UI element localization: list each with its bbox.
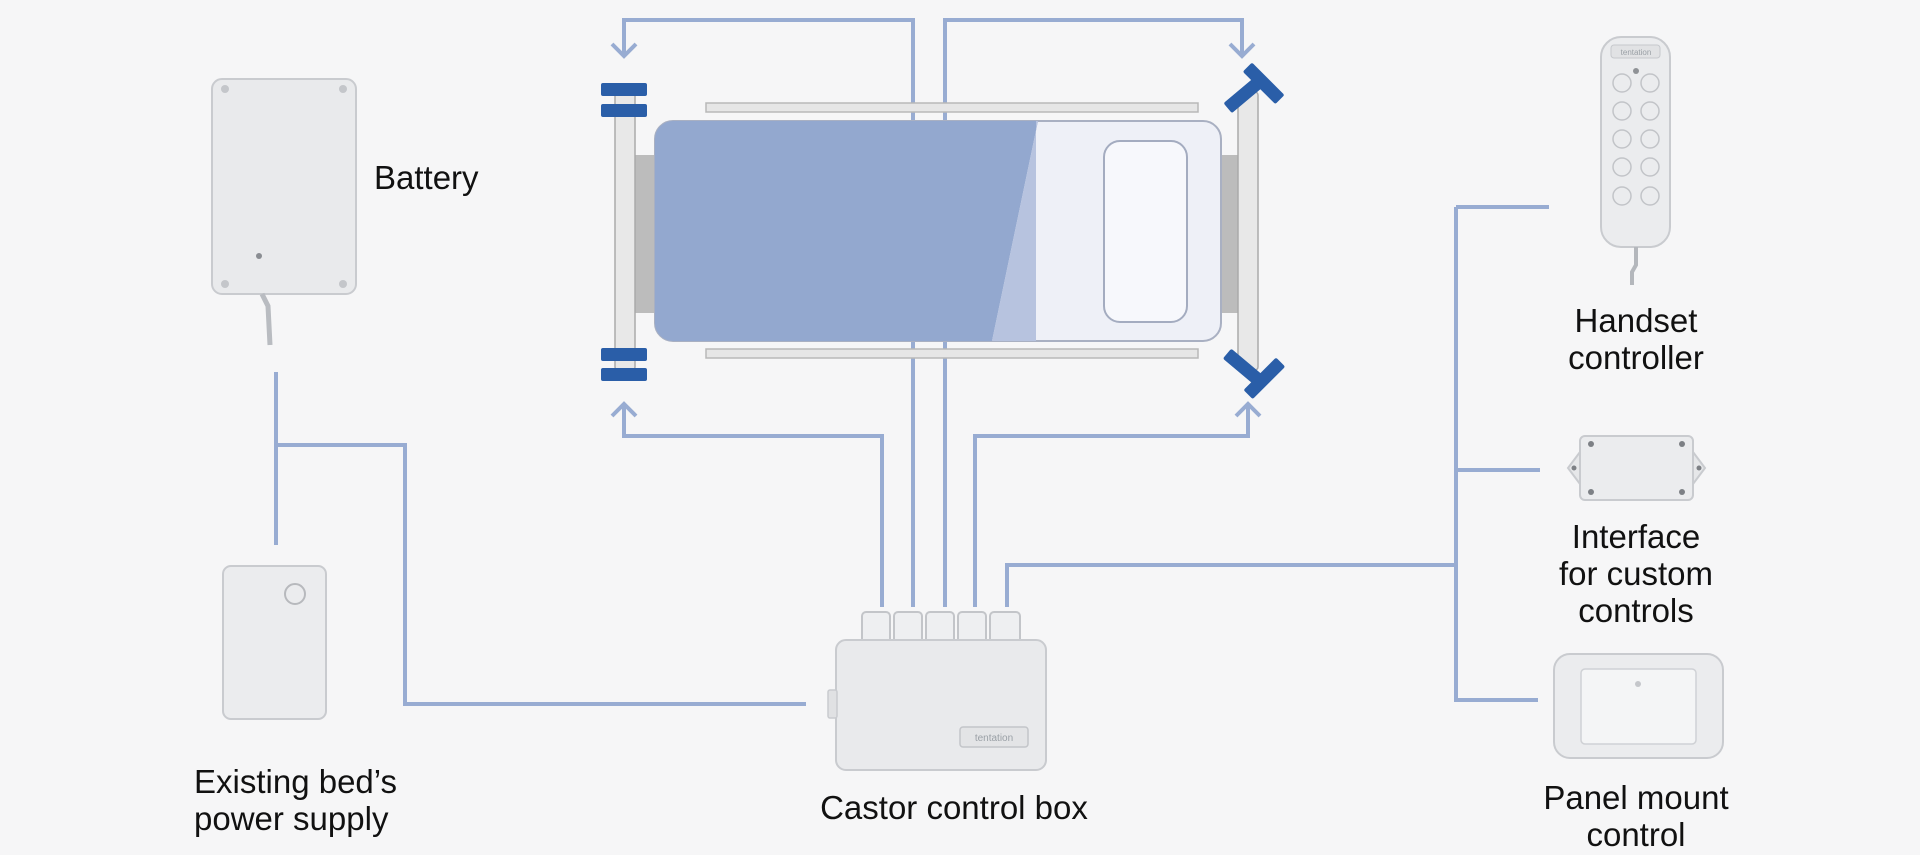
end-board-right	[1237, 91, 1259, 371]
castor-line-bottom-right	[973, 405, 1250, 607]
castor-top-left-b	[601, 104, 647, 117]
power-supply-device	[222, 565, 327, 720]
panel-label: Panel mount control	[1543, 779, 1729, 853]
box-connectors	[861, 611, 1021, 647]
interface-device	[1566, 435, 1707, 501]
mattress-cover	[655, 121, 1038, 341]
castor-bumpers	[601, 63, 1285, 399]
interface-label: Interface for custom controls	[1558, 518, 1714, 629]
handset-cable	[1630, 247, 1638, 285]
power-supply-label: Existing bed’s power supply	[194, 763, 398, 837]
handset-brand: tentation	[1621, 48, 1652, 57]
arrow-top-right	[1228, 42, 1256, 59]
power-supply-button	[284, 583, 306, 605]
power-supply-housing	[222, 565, 327, 720]
side-rail-bottom	[705, 348, 1199, 359]
battery-label: Battery	[374, 159, 479, 196]
handset-label: Handset controller	[1568, 302, 1704, 376]
mattress-fold	[992, 121, 1038, 341]
end-board-left	[614, 91, 636, 371]
castor-box-badge	[959, 726, 1029, 748]
castor-line-bottom-left	[622, 405, 884, 607]
castor-bottom-left-b	[601, 368, 647, 381]
handset-device: tentation	[1600, 36, 1671, 285]
castor-top-right-b	[1243, 63, 1284, 104]
arrow-bottom-right	[1234, 401, 1262, 418]
psu-to-box-line	[276, 443, 806, 706]
side-rail-top	[705, 102, 1199, 113]
arrow-bottom-left	[610, 401, 638, 418]
controls-bus-line	[1454, 205, 1549, 702]
castor-box-housing	[835, 639, 1047, 771]
castor-box-device: tentation	[827, 611, 1047, 771]
castor-bottom-right-a	[1223, 349, 1266, 388]
pillow	[1103, 140, 1188, 323]
panel-indicator	[1635, 681, 1641, 687]
bed	[601, 63, 1285, 399]
battery-device	[211, 78, 357, 346]
castor-bottom-right-b	[1244, 358, 1285, 399]
castor-bottom-left-a	[601, 348, 647, 361]
panel-device	[1553, 653, 1724, 759]
interface-housing	[1579, 435, 1694, 501]
battery-housing	[211, 78, 357, 295]
castor-box-label: Castor control box	[820, 789, 1088, 826]
battery-cable	[259, 292, 273, 346]
handset-buttons	[1612, 73, 1660, 206]
panel-switch	[1580, 668, 1697, 745]
battery-led	[256, 253, 262, 259]
arrow-top-left	[610, 42, 638, 59]
castor-top-left-a	[601, 83, 647, 96]
box-to-controls-line	[1005, 563, 1456, 607]
castor-box-brand: tentation	[975, 733, 1013, 744]
